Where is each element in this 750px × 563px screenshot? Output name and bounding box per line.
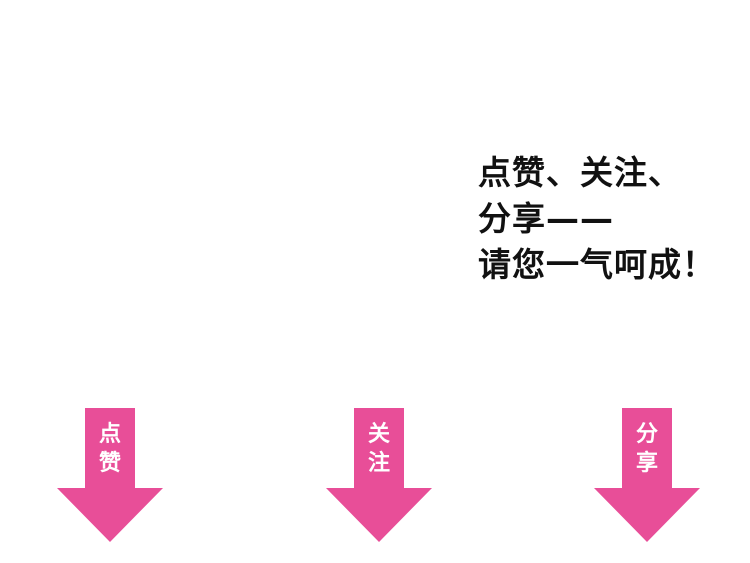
arrow-label-char: 赞 xyxy=(98,451,121,476)
down-arrow-icon xyxy=(57,408,163,542)
cta-line-3: 请您一气呵成！ xyxy=(478,245,716,284)
follow-arrow: 关 注 xyxy=(324,408,434,544)
like-arrow-label: 点 赞 xyxy=(85,420,135,478)
arrow-label-char: 点 xyxy=(98,422,121,447)
cta-line-1: 点赞、关注、 xyxy=(478,153,682,192)
down-arrow-icon xyxy=(594,408,700,542)
like-arrow: 点 赞 xyxy=(55,408,165,544)
follow-arrow-label: 关 注 xyxy=(354,420,404,478)
arrow-label-char: 分 xyxy=(635,422,658,447)
share-arrow-label: 分 享 xyxy=(622,420,672,478)
arrow-label-char: 享 xyxy=(635,451,658,476)
share-arrow: 分 享 xyxy=(592,408,702,544)
cta-line-2: 分享—— xyxy=(478,199,614,238)
call-to-action-text: 点赞、关注、 分享—— 请您一气呵成！ xyxy=(478,150,746,288)
down-arrow-icon xyxy=(326,408,432,542)
arrow-label-char: 关 xyxy=(367,422,390,447)
arrow-label-char: 注 xyxy=(367,451,390,476)
